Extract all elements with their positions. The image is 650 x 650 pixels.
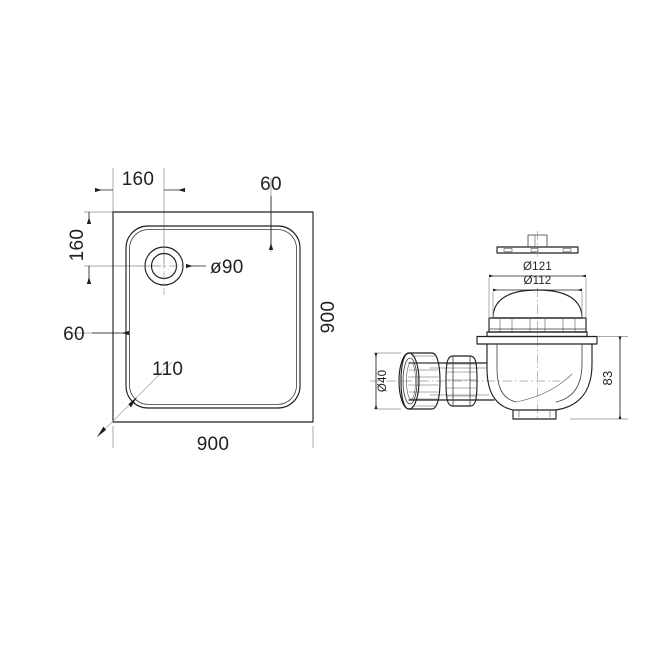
dimension-label-top-160: 160 [122, 169, 155, 190]
dimension-label-left-160: 160 [67, 229, 88, 262]
callout-corner-radius: 110 [96, 359, 183, 438]
tray-basin-inner-rim [129, 229, 297, 405]
shower-waste-trap-elevation: Ø121 Ø112 Ø40 83 [370, 231, 628, 420]
shower-tray-plan-view: 160 60 160 60 ø90 [63, 168, 339, 455]
plan-extension-lines [70, 168, 314, 448]
dimension-label-left-60: 60 [63, 324, 85, 345]
dimension-label-top-60: 60 [260, 174, 282, 195]
dimension-outlet-pipe: Ø40 [374, 352, 401, 410]
dimension-label-bottom-900: 900 [197, 434, 230, 455]
corner-radius-arrow-upper [128, 397, 137, 408]
tray-outer-edge [112, 211, 314, 423]
dimension-top-160: 160 [94, 169, 186, 193]
dimension-label-right-900: 900 [318, 301, 339, 334]
callout-waste-diameter: ø90 [185, 257, 244, 278]
dimension-bottom-900: 900 [197, 434, 230, 455]
dimension-label-flange-outer: Ø121 [523, 261, 552, 273]
dimension-label-outlet-pipe: Ø40 [377, 370, 389, 392]
dimension-flange-outer: Ø121 [488, 261, 587, 318]
outlet-end-cap-nut [398, 352, 441, 410]
tray-basin-outer-rim [125, 225, 301, 409]
dimension-label-corner-radius: 110 [152, 359, 183, 380]
trap-grate-cap-detail [496, 231, 579, 259]
dimension-label-waste-diameter: ø90 [210, 257, 244, 278]
dimension-label-overall-height: 83 [600, 371, 615, 386]
trap-sealing-flange [476, 331, 598, 345]
outlet-compression-nut [445, 355, 478, 407]
dimension-label-dome-cover: Ø112 [523, 275, 551, 287]
corner-radius-arrow-lower [97, 426, 106, 437]
dimension-left-160: 160 [67, 212, 92, 285]
dimension-right-900: 900 [318, 301, 339, 334]
dimension-overall-height: 83 [570, 336, 628, 420]
trap-body [486, 343, 593, 420]
trap-outlet-pipe [408, 362, 495, 401]
dimension-dome-cover: Ø112 [492, 275, 583, 318]
dimension-top-60: 60 [260, 174, 282, 251]
dimension-left-60: 60 [63, 324, 130, 345]
